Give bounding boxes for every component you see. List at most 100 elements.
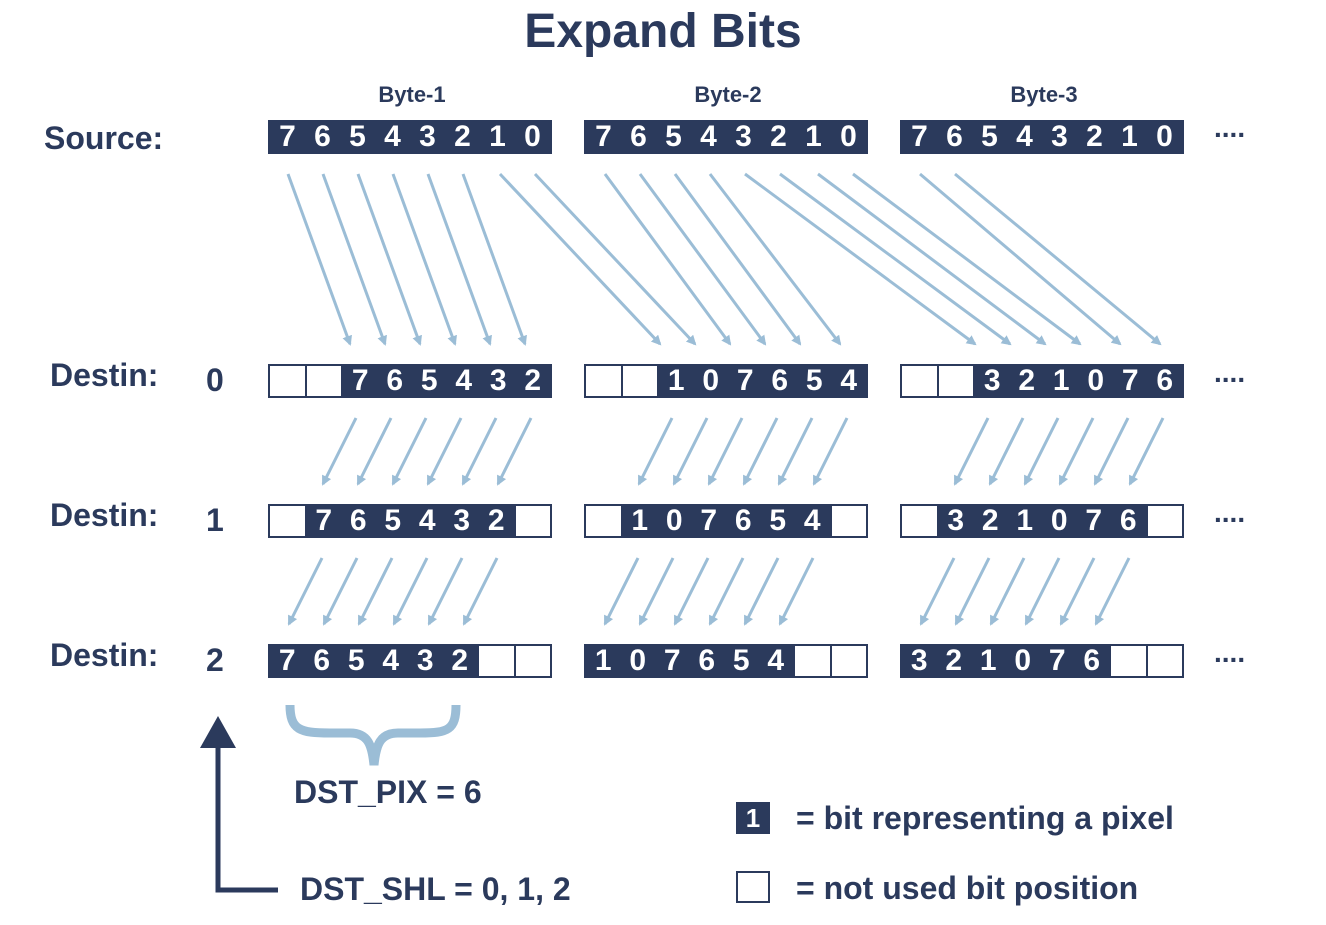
- bit-cell: 1: [659, 364, 694, 397]
- mapping-arrow: [673, 173, 802, 346]
- bit-cell: 0: [831, 120, 866, 153]
- shift-step-arrow: [1093, 417, 1130, 486]
- bit-cell: 7: [1076, 504, 1111, 537]
- dst-pix-label: DST_PIX = 6: [294, 774, 482, 810]
- bit-cell: 0: [693, 364, 728, 397]
- bit-cell: 1: [586, 644, 621, 677]
- bit-cell: 3: [410, 120, 445, 153]
- bit-cell: 4: [375, 120, 410, 153]
- legend-empty-text: = not used bit position: [796, 870, 1139, 906]
- bit-cell: 7: [691, 504, 726, 537]
- destin-1-label: Destin:: [50, 497, 159, 533]
- bit-cell: 1: [622, 504, 657, 537]
- shift-step-arrow: [462, 557, 499, 626]
- bit-cell: 7: [270, 644, 305, 677]
- bit-cell: 7: [902, 120, 937, 153]
- mapping-arrow: [426, 173, 492, 346]
- bit-cell: 1: [480, 120, 515, 153]
- destin-1-ellipsis: ....: [1214, 497, 1246, 528]
- unused-bit-cell: [793, 646, 832, 676]
- bit-cell: 1: [971, 644, 1006, 677]
- shift-step-arrow: [777, 417, 814, 486]
- bit-cell: 5: [724, 644, 759, 677]
- bit-cell: 3: [408, 644, 443, 677]
- diagram-title: Expand Bits: [524, 5, 802, 58]
- shift-step-arrow: [1094, 557, 1131, 626]
- destin-0-index: 0: [206, 362, 224, 398]
- unused-bit-cell: [306, 366, 343, 396]
- destin-0-ellipsis: ....: [1214, 357, 1246, 388]
- shift-step-arrow: [637, 417, 674, 486]
- bit-cell: 6: [305, 120, 340, 153]
- shift-step-arrow: [919, 557, 956, 626]
- destin-0-label: Destin:: [50, 357, 159, 393]
- shift-step-arrow: [287, 557, 324, 626]
- shift-step-arrow: [954, 557, 991, 626]
- shift-step-arrow: [322, 557, 359, 626]
- bit-cell: 7: [306, 504, 341, 537]
- shift-step-arrow: [743, 557, 780, 626]
- bit-cell: 3: [726, 120, 761, 153]
- bit-cell: 6: [1074, 644, 1109, 677]
- shift-step-arrow: [357, 557, 394, 626]
- unused-bit-cell: [902, 366, 939, 396]
- bit-cell: 2: [445, 120, 480, 153]
- bit-cell: 3: [444, 504, 479, 537]
- unused-bit-cell: [586, 366, 623, 396]
- shift-step-arrow: [672, 417, 709, 486]
- mapping-arrow: [708, 173, 842, 346]
- shift-step-arrow: [603, 557, 640, 626]
- bit-cell: 3: [938, 504, 973, 537]
- bit-cell: 1: [796, 120, 831, 153]
- bit-cell: 6: [1147, 364, 1182, 397]
- shift-step-arrow: [392, 557, 429, 626]
- bit-cell: 5: [339, 644, 374, 677]
- bit-cell: 6: [621, 120, 656, 153]
- shift-arrow-head: [200, 716, 236, 748]
- bit-cell: 0: [1042, 504, 1077, 537]
- bit-cell: 0: [1147, 120, 1182, 153]
- unused-bit-cell: [515, 646, 550, 676]
- shift-step-arrow: [1058, 417, 1095, 486]
- unused-bit-cell: [586, 506, 623, 536]
- unused-bit-cell: [829, 506, 866, 536]
- mapping-arrow: [638, 173, 767, 346]
- bit-cell: 6: [341, 504, 376, 537]
- bit-cell: 7: [728, 364, 763, 397]
- unused-bit-cell: [1145, 506, 1182, 536]
- shift-step-arrow: [812, 417, 849, 486]
- mapping-arrow: [498, 172, 662, 346]
- destin-2-ellipsis: ....: [1214, 637, 1246, 668]
- bit-cell: 7: [343, 364, 378, 397]
- shift-step-arrow: [778, 557, 815, 626]
- bit-cell: 6: [304, 644, 339, 677]
- shift-step-arrow: [427, 557, 464, 626]
- shift-step-arrow: [1023, 417, 1060, 486]
- unused-bit-cell: [831, 646, 866, 676]
- bit-cell: 4: [795, 504, 830, 537]
- bit-cell: 4: [1007, 120, 1042, 153]
- shift-step-arrow: [391, 417, 428, 486]
- bit-cell: 6: [377, 364, 412, 397]
- bit-cell: 3: [481, 364, 516, 397]
- bit-cell: 7: [270, 120, 305, 153]
- unused-bit-cell: [1147, 646, 1182, 676]
- byte-header-2: Byte-2: [694, 82, 762, 107]
- bit-cell: 5: [656, 120, 691, 153]
- shift-step-arrow: [461, 417, 498, 486]
- bit-cell: 6: [1111, 504, 1146, 537]
- brace: [285, 704, 461, 766]
- bit-cell: 7: [1040, 644, 1075, 677]
- shift-step-arrow: [426, 417, 463, 486]
- mapping-arrow: [356, 173, 422, 346]
- destin-2-label: Destin:: [50, 637, 159, 673]
